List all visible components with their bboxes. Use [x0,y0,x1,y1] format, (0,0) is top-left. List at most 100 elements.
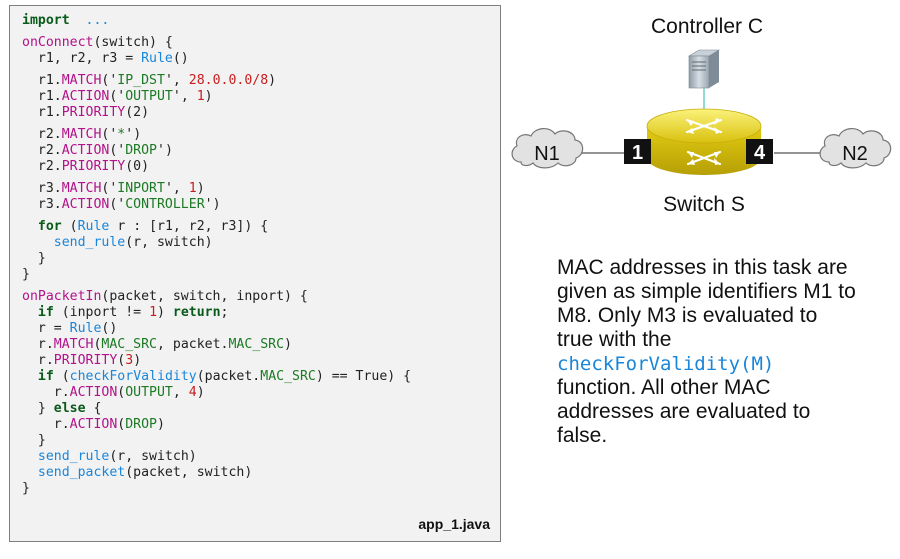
code-line: r1, r2, r3 = Rule() [22,51,411,67]
code-line: r3.MATCH('INPORT', 1) [22,181,411,197]
code-token: DROP [125,417,157,432]
code-line: r3.ACTION('CONTROLLER') [22,197,411,213]
code-token: 1 [149,305,158,320]
network-n1-cloud: N1 [511,128,584,169]
code-token: PRIORITY [61,105,126,120]
code-token [70,13,86,28]
code-token: r3. [22,181,62,196]
code-token: send_packet [37,465,126,480]
code-line: } [22,251,411,267]
code-token: { [85,401,102,416]
code-token: OUTPUT [125,89,173,104]
code-token: } [22,433,46,448]
code-token: else [53,401,86,416]
code-line: r.ACTION(DROP) [22,417,411,433]
code-token: r. [22,385,70,400]
code-token: MAC_SRC [260,369,316,384]
code-token: (packet. [196,369,261,384]
code-token: return [172,305,221,320]
code-token: r3. [22,197,62,212]
code-token: r. [22,417,70,432]
port-4-badge: 4 [746,139,773,164]
code-token: ', [164,181,189,196]
task-note: MAC addresses in this task are given as … [557,256,857,448]
code-token: r = [22,321,70,336]
code-token: (0) [125,159,150,174]
code-line: r1.PRIORITY(2) [22,105,411,121]
code-token: ') [125,127,142,142]
code-line: } [22,267,411,283]
code-token: onPacketIn [22,289,102,304]
code-token: (packet, switch) [125,465,253,480]
code-line: if (checkForValidity(packet.MAC_SRC) == … [22,369,411,385]
code-token: ', [172,89,197,104]
code-token: r2. [22,159,62,174]
code-token: import [22,13,70,28]
code-line: onPacketIn(packet, switch, inport) { [22,289,411,305]
code-token: , packet. [157,337,229,352]
code-token: send_rule [37,449,110,464]
code-line: r.MATCH(MAC_SRC, packet.MAC_SRC) [22,337,411,353]
code-token: ACTION [61,197,110,212]
code-token: (switch) { [93,35,173,50]
code-token: ', [164,73,189,88]
code-token: (' [101,181,118,196]
code-token: (' [109,197,126,212]
code-token: 3 [125,353,134,368]
code-line: if (inport != 1) return; [22,305,411,321]
code-token: ) [284,337,292,352]
code-token: (inport != [53,305,150,320]
code-token: r1. [22,73,62,88]
code-token: (r, switch) [109,449,197,464]
code-token: r2. [22,143,62,158]
code-line: send_rule(r, switch) [22,235,411,251]
code-token: Rule [69,321,102,336]
code-token: 4 [188,385,197,400]
code-token: (2) [125,105,150,120]
code-token: MATCH [53,337,94,352]
code-token: MATCH [61,73,102,88]
code-token: CONTROLLER [125,197,205,212]
code-token: r1. [22,89,62,104]
code-token: ... [85,13,110,28]
code-token: IP_DST [117,73,165,88]
code-line: r.PRIORITY(3) [22,353,411,369]
code-token: r1, r2, r3 = [22,51,142,66]
code-token: ( [117,417,126,432]
code-token: ( [93,337,102,352]
code-token: ACTION [61,143,110,158]
code-token: Rule [141,51,173,66]
network-n1-label: N1 [534,143,560,165]
code-token: () [172,51,189,66]
code-token: } [22,251,46,266]
code-panel: import ...onConnect(switch) { r1, r2, r3… [9,5,501,542]
code-token: } [22,481,30,496]
code-line: r2.ACTION('DROP') [22,143,411,159]
code-token: MATCH [61,181,102,196]
code-token: r1. [22,105,62,120]
code-token: ( [53,369,70,384]
code-token: (' [101,127,118,142]
code-token: 28.0.0.0/8 [188,73,269,88]
port-4-label: 4 [754,142,766,164]
port-1-label: 1 [632,142,643,164]
code-token: (' [109,89,126,104]
code-token [22,369,38,384]
code-line: r.ACTION(OUTPUT, 4) [22,385,411,401]
code-line: r1.MATCH('IP_DST', 28.0.0.0/8) [22,73,411,89]
server-icon [687,49,721,89]
code-token: ) == True) { [315,369,412,384]
code-token: * [117,127,126,142]
code-token: ACTION [61,89,110,104]
code-token: r2. [22,127,62,142]
code-token: DROP [125,143,157,158]
code-token: PRIORITY [53,353,118,368]
code-token: ') [157,143,173,158]
code-token [22,305,38,320]
code-line: r1.ACTION('OUTPUT', 1) [22,89,411,105]
code-token: , [172,385,189,400]
code-token: (' [101,73,118,88]
code-token: if [37,369,54,384]
switch-icon [646,108,762,175]
switch-label: Switch S [663,193,745,216]
